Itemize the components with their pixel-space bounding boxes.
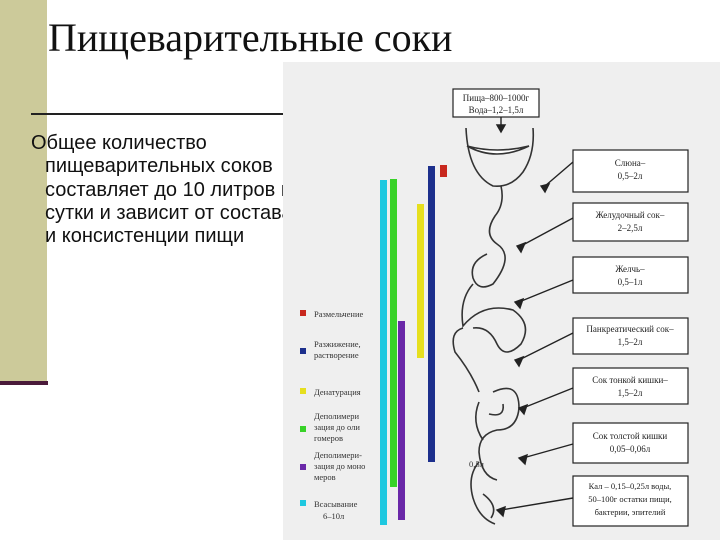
legend-label-chewing: Размельчение xyxy=(314,309,364,319)
organ-box-pancreatic-l1: Панкреатический сок– xyxy=(586,324,674,334)
bar-monomer xyxy=(398,321,405,520)
legend-label-monomer-2: зация до моно xyxy=(314,461,365,471)
sidebar-band xyxy=(0,0,47,383)
food-box-line-2: Вода–1,2–1,5л xyxy=(469,105,524,115)
organ-box: Желудочный сок– 2–2,5л xyxy=(572,202,689,242)
legend-swatch-monomer xyxy=(300,464,306,470)
legend-label-oligomer-2: зация до оли xyxy=(314,422,360,432)
organ-box-saliva-l1: Слюна– xyxy=(615,158,646,168)
organ-box-gastric-l1: Желудочный сок– xyxy=(596,210,665,220)
legend-label-oligomer-1: Деполимери xyxy=(314,411,360,421)
organ-box-gastric-l2: 2–2,5л xyxy=(618,223,643,233)
sidebar-accent-line xyxy=(0,381,48,385)
organ-box: Сок толстой кишки 0,05–0,06л xyxy=(572,422,689,464)
legend-swatch-chewing xyxy=(300,310,306,316)
organ-box-bile-l2: 0,5–1л xyxy=(618,277,643,287)
legend-swatch-dissolution xyxy=(300,348,306,354)
organ-box-large-intestine-l1: Сок толстой кишки xyxy=(593,431,668,441)
slide-title: Пищеварительные соки xyxy=(48,15,453,60)
organ-box-large-intestine-l2: 0,05–0,06л xyxy=(610,444,651,454)
legend-swatch-absorption xyxy=(300,500,306,506)
legend-label-absorption-2: 6–10л xyxy=(323,511,345,521)
food-box xyxy=(452,88,540,118)
organ-box-pancreatic-l2: 1,5–2л xyxy=(618,337,643,347)
organ-box: Желчь– 0,5–1л xyxy=(572,256,689,294)
legend-label-oligomer-3: гомеров xyxy=(314,433,343,443)
bar-denaturation xyxy=(417,204,424,358)
legend-label-absorption-1: Всасывание xyxy=(314,499,358,509)
bar-oligomer xyxy=(390,179,397,487)
body-text: Общее количество пищеварительных соков с… xyxy=(31,132,293,248)
organ-box-feces-l3: бактерии, эпителий xyxy=(595,507,666,517)
organ-box-bile-l1: Желчь– xyxy=(615,264,645,274)
bar-dissolution xyxy=(428,166,435,462)
digestive-juices-figure: Пища–800–1000г Вода–1,2–1,5л Слюна– 0,5–… xyxy=(283,62,720,540)
digestive-tract-drawing xyxy=(452,127,535,525)
legend-swatch-oligomer xyxy=(300,426,306,432)
organ-box-small-intestine-l2: 1,5–2л xyxy=(618,388,643,398)
organ-box: Кал – 0,15–0,25л воды, 50–100г остатки п… xyxy=(572,475,689,527)
bar-chewing xyxy=(440,165,447,177)
legend: Размельчение Разжижение, растворение Ден… xyxy=(300,309,365,521)
legend-label-monomer-1: Деполимери- xyxy=(314,450,362,460)
organ-box: Слюна– 0,5–2л xyxy=(572,149,689,193)
organ-box-small-intestine-l1: Сок тонкой кишки– xyxy=(592,375,668,385)
organ-box-feces-l1: Кал – 0,15–0,25л воды, xyxy=(589,481,672,491)
organ-box: Сок тонкой кишки– 1,5–2л xyxy=(572,367,689,405)
legend-label-denaturation: Денатурация xyxy=(314,387,361,397)
side-note: 0,5л xyxy=(469,459,485,469)
legend-label-dissolution-2: растворение xyxy=(314,350,359,360)
figure-svg: Пища–800–1000г Вода–1,2–1,5л Слюна– 0,5–… xyxy=(300,88,689,527)
food-box-line-1: Пища–800–1000г xyxy=(463,93,530,103)
title-divider xyxy=(31,113,288,115)
organ-box: Панкреатический сок– 1,5–2л xyxy=(572,317,689,355)
bar-absorption xyxy=(380,180,387,525)
organ-box-feces-l2: 50–100г остатки пищи, xyxy=(588,494,672,504)
organ-box-saliva-l2: 0,5–2л xyxy=(618,171,643,181)
legend-label-dissolution-1: Разжижение, xyxy=(314,339,361,349)
legend-label-monomer-3: меров xyxy=(314,472,336,482)
pointer-arrows xyxy=(495,116,574,518)
legend-swatch-denaturation xyxy=(300,388,306,394)
